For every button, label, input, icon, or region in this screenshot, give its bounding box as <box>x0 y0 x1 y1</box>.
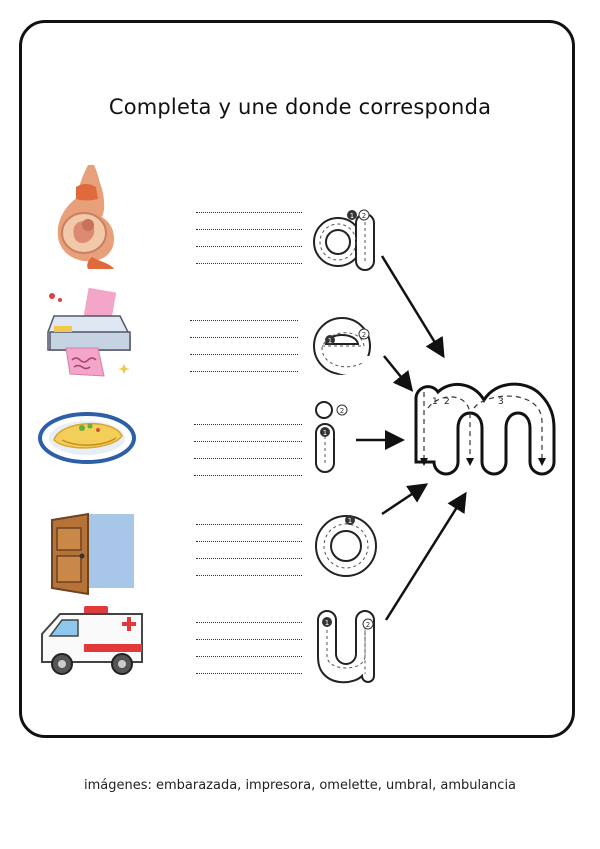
stroke-number: 1 <box>328 337 332 345</box>
stroke-number: 3 <box>498 397 504 407</box>
tracing-letter-i: 1 2 <box>315 401 348 473</box>
printer-icon <box>47 288 131 377</box>
stroke-number: 2 <box>366 621 370 629</box>
pregnant-woman-icon <box>57 165 114 269</box>
tracing-letter-m: 1 2 3 <box>414 382 556 476</box>
omelette-icon <box>38 412 136 464</box>
stroke-number: 2 <box>362 212 366 220</box>
answer-lines-4[interactable] <box>196 508 302 576</box>
arrow-e-to-m <box>383 355 414 392</box>
tracing-letter-a: 1 2 <box>313 209 375 271</box>
tracing-letter-o: 1 <box>315 515 377 577</box>
arrow-a-to-m <box>380 255 445 359</box>
tracing-letter-e: 1 2 <box>313 317 374 375</box>
arrow-u-to-m <box>384 491 467 621</box>
stroke-number: 1 <box>432 397 438 407</box>
worksheet-title: Completa y une donde corresponda <box>108 95 492 119</box>
ambulance-icon <box>41 606 143 675</box>
door-icon <box>51 512 134 596</box>
stroke-number: 2 <box>362 331 366 339</box>
stroke-number: 2 <box>444 397 450 407</box>
answer-lines-2[interactable] <box>190 304 298 372</box>
arrow-o-to-m <box>381 483 429 516</box>
answer-lines-5[interactable] <box>196 606 302 674</box>
tracing-letter-u: 1 2 <box>317 610 375 684</box>
image-credits-footer: imágenes: embarazada, impresora, omelett… <box>83 778 517 793</box>
stroke-number: 1 <box>323 429 327 437</box>
stroke-number: 1 <box>348 517 352 525</box>
stroke-number: 1 <box>325 619 329 627</box>
answer-lines-3[interactable] <box>194 408 302 476</box>
stroke-number: 1 <box>350 212 354 220</box>
stroke-number: 2 <box>340 407 344 415</box>
answer-lines-1[interactable] <box>196 196 302 264</box>
